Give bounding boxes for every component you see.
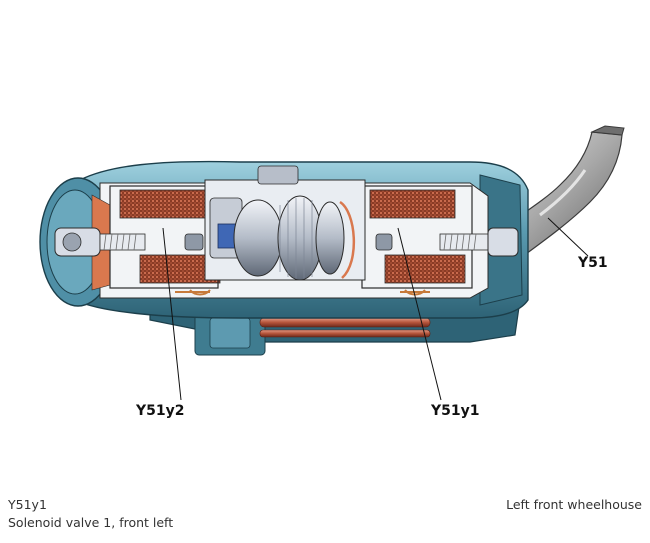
callout-y51: Y51: [578, 255, 608, 271]
callout-y51y1: Y51y1: [431, 403, 480, 419]
solenoid-coil-y51y1: [361, 185, 473, 289]
caption-component-description: Solenoid valve 1, front left: [8, 515, 174, 530]
right-plunger: [375, 227, 519, 257]
leader-line-y51y1: [397, 227, 442, 401]
leader-line-y51: [547, 217, 589, 257]
solenoid-coil-y51y2: [109, 185, 221, 289]
valve-cutaway-illustration: [39, 125, 625, 401]
leader-lines: [162, 217, 589, 401]
central-valve-assembly: [204, 165, 366, 281]
caption-component-code: Y51y1: [8, 497, 47, 512]
callout-y51y2: Y51y2: [136, 403, 185, 419]
caption-location: Left front wheelhouse: [506, 497, 642, 512]
leader-line-y51y2: [162, 227, 182, 401]
left-plunger: [54, 227, 204, 257]
